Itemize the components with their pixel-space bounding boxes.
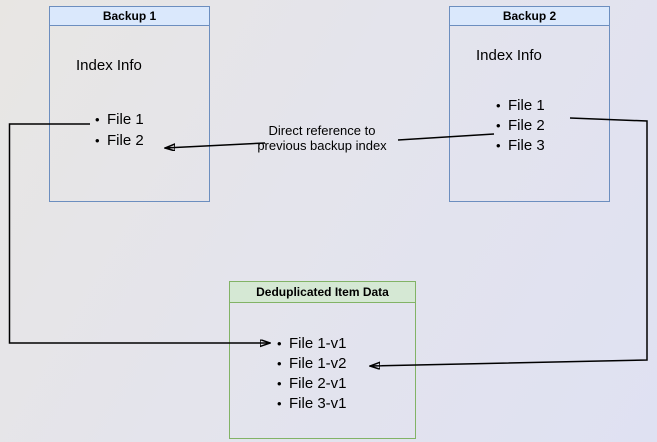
node-backup1-body-label: Index Info	[76, 57, 142, 74]
node-backup2-title: Backup 2	[450, 7, 609, 26]
file-label: File 1-v2	[289, 355, 347, 372]
file-label: File 1-v1	[289, 335, 347, 352]
list-item: • File 2	[95, 130, 144, 151]
node-backup1-title: Backup 1	[50, 7, 209, 26]
node-backup2-body-label: Index Info	[476, 47, 542, 64]
edge-annotation-line1: Direct reference to	[268, 123, 376, 138]
file-label: File 2	[107, 132, 144, 149]
bullet-icon: •	[277, 356, 282, 371]
node-dedup: Deduplicated Item Data • File 1-v1 • Fil…	[229, 281, 416, 439]
file-label: File 3-v1	[289, 395, 347, 412]
bullet-icon: •	[496, 138, 501, 153]
node-backup2: Backup 2 Index Info • File 1 • File 2 • …	[449, 6, 610, 202]
file-label: File 2-v1	[289, 375, 347, 392]
edge-annotation-line2: previous backup index	[257, 138, 387, 153]
bullet-icon: •	[95, 133, 100, 148]
edge-annotation: Direct reference to previous backup inde…	[242, 123, 402, 153]
list-item: • File 2-v1	[277, 374, 347, 394]
file-label: File 1	[107, 111, 144, 128]
bullet-icon: •	[95, 112, 100, 127]
file-label: File 1	[508, 97, 545, 114]
list-item: • File 1-v2	[277, 354, 347, 374]
backup2-file-list: • File 1 • File 2 • File 3	[496, 96, 545, 156]
bullet-icon: •	[277, 336, 282, 351]
dedup-file-list: • File 1-v1 • File 1-v2 • File 2-v1 • Fi…	[277, 334, 347, 414]
bullet-icon: •	[496, 98, 501, 113]
list-item: • File 3	[496, 136, 545, 156]
backup1-file-list: • File 1 • File 2	[95, 109, 144, 151]
list-item: • File 1	[95, 109, 144, 130]
list-item: • File 3-v1	[277, 394, 347, 414]
list-item: • File 1-v1	[277, 334, 347, 354]
bullet-icon: •	[277, 396, 282, 411]
file-label: File 3	[508, 137, 545, 154]
bullet-icon: •	[496, 118, 501, 133]
node-backup1: Backup 1 Index Info • File 1 • File 2	[49, 6, 210, 202]
file-label: File 2	[508, 117, 545, 134]
list-item: • File 1	[496, 96, 545, 116]
list-item: • File 2	[496, 116, 545, 136]
bullet-icon: •	[277, 376, 282, 391]
node-dedup-title: Deduplicated Item Data	[230, 282, 415, 303]
